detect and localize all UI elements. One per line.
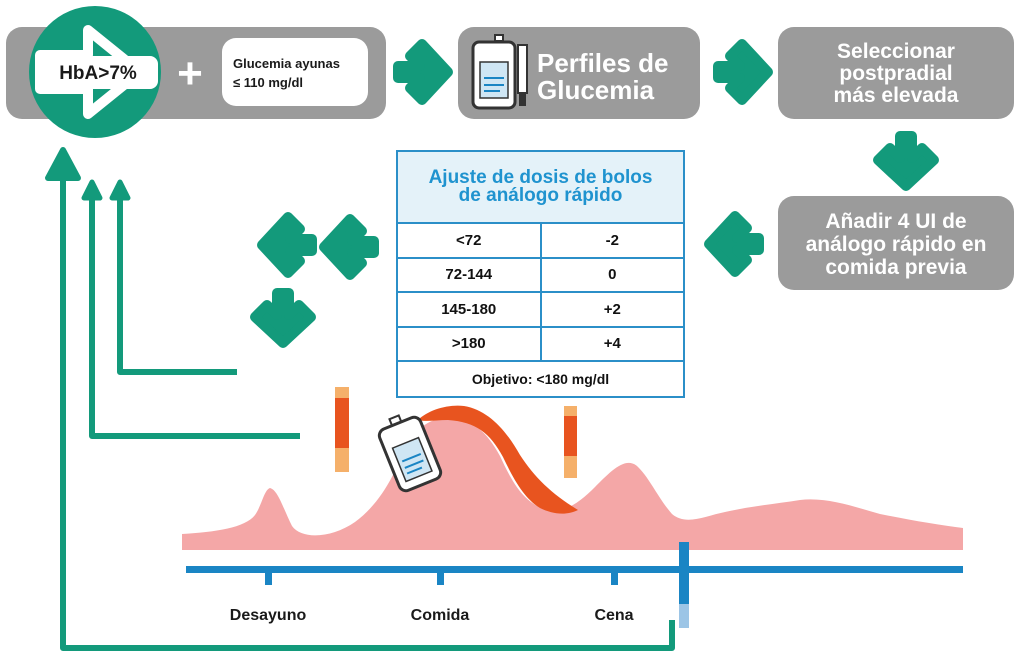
test-strip-right bbox=[564, 406, 577, 478]
dose-cell: -2 bbox=[605, 231, 619, 249]
step4-label-line3: comida previa bbox=[825, 256, 967, 279]
table-header: Ajuste de dosis de bolos de análogo rápi… bbox=[398, 152, 683, 224]
range-cell: 145-180 bbox=[398, 293, 542, 326]
table-row: 145-180 +2 bbox=[398, 293, 683, 328]
arrow-down-icon bbox=[250, 288, 316, 348]
feedback-line-inner bbox=[117, 195, 237, 375]
glucometer-icon bbox=[377, 414, 443, 493]
table-title-line2: de análogo rápido bbox=[458, 185, 623, 206]
range-cell: >180 bbox=[398, 327, 542, 360]
timeline: Desayuno Comida Cena bbox=[186, 542, 963, 628]
feedback-lines bbox=[60, 175, 675, 651]
arrow-left-icon bbox=[704, 211, 764, 277]
timeline-marker-tip bbox=[679, 604, 689, 628]
arrow-left-icon bbox=[319, 214, 379, 280]
fasting-label-line1: Glucemia ayunas bbox=[233, 56, 340, 71]
test-strip-left bbox=[335, 387, 349, 472]
fasting-pill bbox=[222, 38, 368, 106]
arrow-right-icon bbox=[713, 39, 773, 105]
dose-cell: +4 bbox=[603, 335, 621, 353]
dose-cell: +2 bbox=[603, 300, 621, 318]
dose-cell: 0 bbox=[608, 266, 617, 284]
glucose-peak-highlight bbox=[418, 405, 578, 514]
table-row: <72 -2 bbox=[398, 224, 683, 259]
timeline-tick bbox=[611, 573, 618, 585]
feedback-line-outer bbox=[60, 175, 675, 651]
table-row: 72-144 0 bbox=[398, 258, 683, 293]
arrow-right-icon bbox=[393, 39, 453, 105]
arrow-left-icon bbox=[257, 212, 317, 278]
meal-label-desayuno: Desayuno bbox=[230, 607, 307, 624]
range-cell: <72 bbox=[398, 224, 542, 257]
table-title-line1: Ajuste de dosis de bolos bbox=[428, 167, 653, 188]
table-footer: Objetivo: <180 mg/dl bbox=[471, 371, 610, 387]
feedback-line-middle bbox=[89, 195, 300, 439]
glucometer-icon bbox=[471, 34, 528, 110]
step3-label-line2: postpradial bbox=[839, 62, 952, 85]
step3-label-line1: Seleccionar bbox=[837, 40, 955, 63]
timeline-tick bbox=[437, 573, 444, 585]
step2-box: Perfiles de Glucemia bbox=[458, 27, 700, 119]
meal-label-comida: Comida bbox=[411, 607, 470, 624]
step4-label-line1: Añadir 4 UI de bbox=[825, 210, 966, 233]
timeline-tick bbox=[265, 573, 272, 585]
step4-background bbox=[778, 196, 1014, 290]
feedback-arrowhead-icon bbox=[109, 179, 131, 201]
step4-label-line2: análogo rápido en bbox=[806, 233, 987, 256]
step3-box: Seleccionar postpradial más elevada bbox=[778, 27, 1014, 119]
fasting-label-line2: ≤ 110 mg/dl bbox=[233, 75, 303, 90]
feedback-arrowhead-icon bbox=[81, 179, 103, 201]
table-row: >180 +4 bbox=[398, 327, 683, 362]
meal-label-cena: Cena bbox=[594, 607, 633, 624]
timeline-marker bbox=[679, 542, 689, 604]
step4-box: Añadir 4 UI de análogo rápido en comida … bbox=[778, 196, 1014, 290]
feedback-arrowhead-icon bbox=[45, 147, 81, 181]
step2-label-line2: Glucemia bbox=[537, 75, 655, 105]
plus-sign: + bbox=[177, 49, 203, 98]
range-cell: 72-144 bbox=[398, 258, 542, 291]
step3-background bbox=[778, 27, 1014, 119]
timeline-bar bbox=[186, 566, 963, 573]
arrow-down-icon bbox=[873, 131, 939, 191]
step1-box: HbA>7% + Glucemia ayunas ≤ 110 mg/dl bbox=[6, 6, 386, 138]
glucose-curve bbox=[182, 418, 963, 550]
hba-label-pill bbox=[38, 56, 158, 89]
dose-adjustment-table: Ajuste de dosis de bolos de análogo rápi… bbox=[396, 150, 685, 398]
step2-label-line1: Perfiles de bbox=[537, 48, 669, 78]
step3-label-line3: más elevada bbox=[834, 84, 959, 107]
hba-label: HbA>7% bbox=[59, 63, 137, 84]
